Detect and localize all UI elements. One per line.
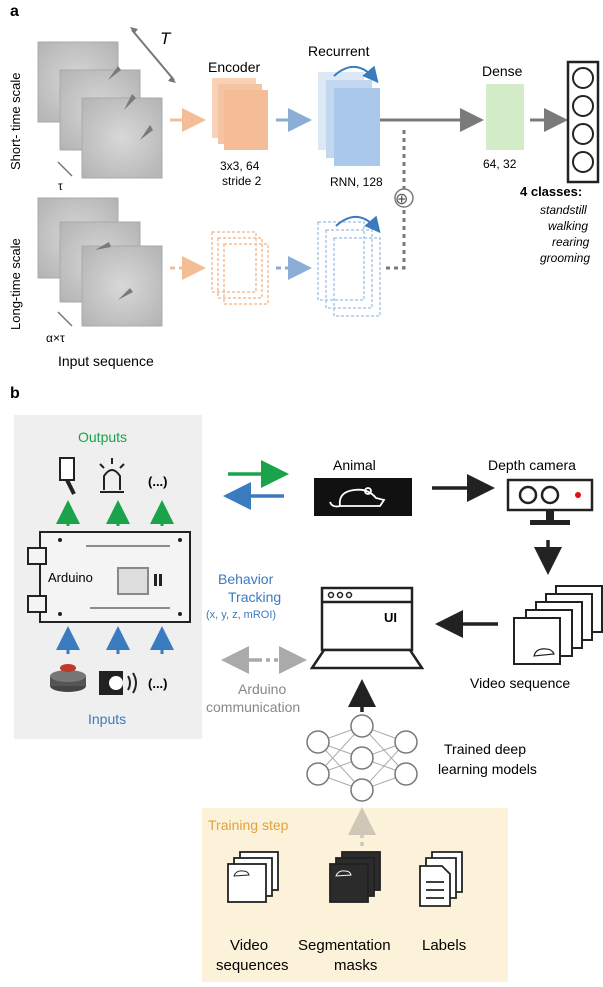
video-sequence-label: Video sequence xyxy=(470,675,570,691)
sum-node xyxy=(394,188,414,208)
trained-models-label-1: Trained deep xyxy=(444,741,526,757)
arduino-comm-label-2: communication xyxy=(206,699,300,715)
class-grooming: grooming xyxy=(540,251,590,265)
arduino-board xyxy=(27,531,191,623)
tau-arrow xyxy=(57,161,73,177)
class-rearing: rearing xyxy=(552,235,590,249)
short-scale-label: Short- time scale xyxy=(8,72,23,170)
alpha-tau-label: α×τ xyxy=(46,331,65,345)
lever-icon xyxy=(59,457,76,495)
neural-network-icon xyxy=(306,714,418,802)
recurrent-spec: RNN, 128 xyxy=(330,175,383,189)
encoder-block xyxy=(212,78,268,150)
tracking-label: Tracking xyxy=(228,589,281,605)
animal-box xyxy=(314,478,412,516)
inputs-label: Inputs xyxy=(88,711,126,727)
long-scale-label: Long-time scale xyxy=(8,238,23,330)
behavior-label: Behavior xyxy=(218,571,274,587)
segmentation-masks-icon xyxy=(329,851,381,903)
training-item-2-line2: masks xyxy=(334,957,377,974)
training-item-3-line1: Labels xyxy=(422,937,466,954)
tracking-variables-label: (x, y, z, mROI) xyxy=(206,609,276,621)
recurrent-block-long xyxy=(317,221,381,317)
depth-camera-icon xyxy=(506,478,594,525)
alarm-light-icon xyxy=(99,458,125,493)
mouse-icon xyxy=(329,487,386,508)
training-item-1-line2: sequences xyxy=(216,957,289,974)
input-sequence-label: Input sequence xyxy=(58,353,154,369)
class-standstill: standstill xyxy=(540,203,587,217)
outputs-label: Outputs xyxy=(78,429,127,445)
push-button-icon xyxy=(50,664,86,692)
ui-label: UI xyxy=(384,610,397,625)
output-layer xyxy=(566,60,600,184)
animal-label: Animal xyxy=(333,457,376,473)
arduino-comm-label-1: Arduino xyxy=(238,681,286,697)
recurrent-title: Recurrent xyxy=(308,43,370,59)
trained-models-label-2: learning models xyxy=(438,761,537,777)
class-walking: walking xyxy=(548,219,588,233)
laptop-ui-icon xyxy=(309,586,425,670)
training-video-icon xyxy=(227,851,279,903)
video-sequence-stack xyxy=(513,585,603,665)
long-merge-line xyxy=(386,126,406,270)
training-step-label: Training step xyxy=(208,817,289,833)
panel-b-label: b xyxy=(10,385,20,402)
tau-label: τ xyxy=(58,179,63,193)
alpha-tau-arrow xyxy=(57,311,73,327)
classes-title: 4 classes: xyxy=(520,184,582,199)
encoder-block-long xyxy=(211,231,269,305)
encoder-title: Encoder xyxy=(208,59,260,75)
short-time-frame-stack xyxy=(37,41,163,179)
recurrent-loop-arrow xyxy=(333,65,379,84)
long-time-frame-stack xyxy=(37,197,163,327)
depth-camera-label: Depth camera xyxy=(488,457,576,473)
panel-a-label: a xyxy=(10,3,19,20)
labels-document-icon xyxy=(419,851,463,907)
recurrent-long-loop-arrow xyxy=(335,215,381,234)
outputs-more: (...) xyxy=(148,474,168,489)
dense-block xyxy=(486,84,524,150)
encoder-spec-line1: 3x3, 64 xyxy=(220,159,260,173)
dense-spec: 64, 32 xyxy=(483,157,517,171)
dense-title: Dense xyxy=(482,63,523,79)
encoder-spec-line2: stride 2 xyxy=(222,174,262,188)
sensor-icon xyxy=(99,671,137,695)
arduino-label: Arduino xyxy=(48,570,93,585)
training-item-2-line1: Segmentation xyxy=(298,937,391,954)
T-arrow xyxy=(131,29,175,81)
sum-symbol: ⊕ xyxy=(395,191,408,208)
recurrent-block xyxy=(318,72,380,166)
inputs-more: (...) xyxy=(148,676,168,691)
training-item-1-line1: Video xyxy=(230,937,268,954)
T-label: T xyxy=(160,29,172,48)
